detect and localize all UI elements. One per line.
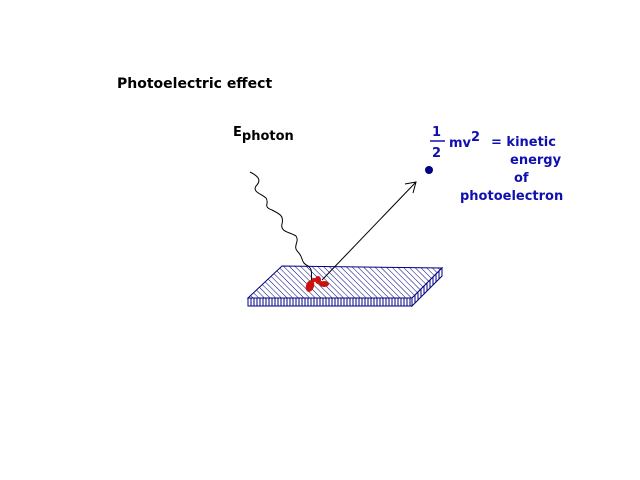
ke-line-1: = kinetic	[491, 135, 556, 150]
atom-3	[319, 281, 329, 287]
fraction-numerator: 1	[432, 125, 441, 140]
photon-label: Ephoton	[233, 125, 294, 144]
mv-text: mv2	[449, 130, 480, 151]
photon-label-main: E	[233, 125, 242, 140]
plate-side-face	[411, 266, 443, 308]
plate-top-face	[246, 265, 444, 299]
atom-4	[312, 278, 316, 282]
photon-wave	[249, 171, 313, 283]
photon-label-subscript: photon	[242, 129, 294, 144]
metal-plate	[246, 265, 444, 308]
atom-1	[305, 280, 315, 292]
mv-exponent: 2	[471, 130, 480, 145]
ke-line-2: energy	[510, 153, 562, 168]
fraction-denominator: 2	[432, 146, 441, 161]
atom-2	[315, 276, 321, 284]
surface-atoms	[305, 276, 329, 292]
ejection-arrow	[321, 181, 417, 281]
kinetic-energy-label: 1 2 mv2 = kinetic energy of photoelectro…	[430, 125, 563, 204]
diagram-title: Photoelectric effect	[117, 76, 272, 92]
ke-line-4: photoelectron	[460, 189, 563, 204]
mv-base: mv	[449, 136, 472, 151]
ke-line-3: of	[514, 171, 529, 186]
plate-front-face	[247, 297, 413, 307]
photoelectron-dot	[425, 166, 433, 174]
